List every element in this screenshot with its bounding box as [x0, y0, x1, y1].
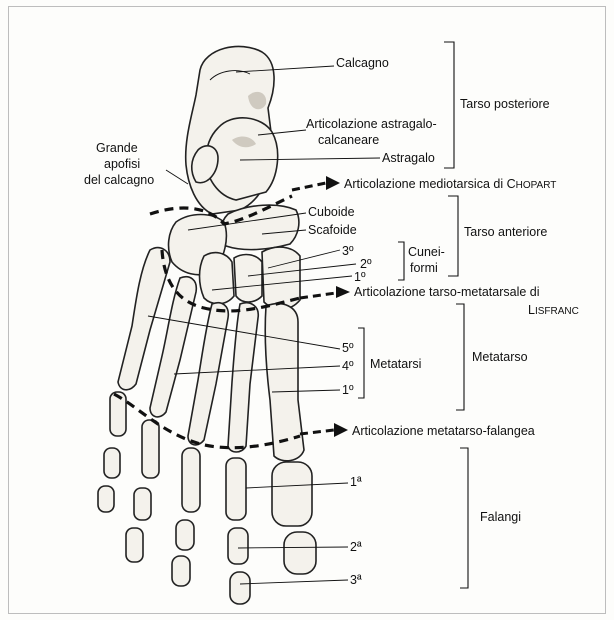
label-calcagno: Calcagno	[336, 56, 389, 70]
label-meta-4: 4º	[342, 359, 354, 373]
label-chopart: Articolazione mediotarsica di CHOPART	[344, 177, 556, 191]
label-meta-1: 1º	[342, 383, 354, 397]
label-scafoide: Scafoide	[308, 223, 357, 237]
label-cuneiformi-2: formi	[410, 261, 438, 275]
label-cuboide: Cuboide	[308, 205, 355, 219]
label-grande-3: del calcagno	[84, 173, 154, 187]
group-falangi: Falangi	[480, 510, 521, 524]
chopart-arrow-head	[326, 176, 340, 190]
label-falange-2: 2ª	[350, 540, 362, 554]
chopart-arrow-line	[292, 183, 326, 190]
navicular-bone	[221, 205, 299, 250]
label-metatarsi: Metatarsi	[370, 357, 421, 371]
metatarsophalangeal-arrow-head	[334, 423, 348, 437]
lisfranc-arrow-head	[336, 286, 350, 298]
label-falange-3: 3ª	[350, 573, 362, 587]
cuneiform-bones	[200, 247, 301, 309]
label-artic-astragalo-1: Articolazione astragalo-	[306, 117, 437, 131]
label-falange-1: 1ª	[350, 475, 362, 489]
label-meta-5: 5º	[342, 341, 354, 355]
label-astragalo: Astragalo	[382, 151, 435, 165]
label-cunei-2: 2º	[360, 257, 372, 271]
label-lisfranc-name: LISFRANC	[528, 303, 579, 317]
group-metatarso: Metatarso	[472, 350, 528, 364]
metatarsophalangeal-arrow-line	[300, 430, 334, 434]
label-artic-astragalo-2: calcaneare	[318, 133, 379, 147]
label-lisfranc: Articolazione tarso-metatarsale di	[354, 285, 540, 299]
label-cuneiformi-1: Cunei-	[408, 245, 445, 259]
label-grande-1: Grande	[96, 141, 138, 155]
label-cunei-1: 1º	[354, 270, 366, 284]
lisfranc-arrow-line	[300, 293, 336, 298]
group-tarso-posteriore: Tarso posteriore	[460, 97, 550, 111]
label-grande-2: apofisi	[104, 157, 140, 171]
label-metatarso-falangea: Articolazione metatarso-falangea	[352, 424, 535, 438]
label-cunei-3: 3º	[342, 244, 354, 258]
group-tarso-anteriore: Tarso anteriore	[464, 225, 547, 239]
